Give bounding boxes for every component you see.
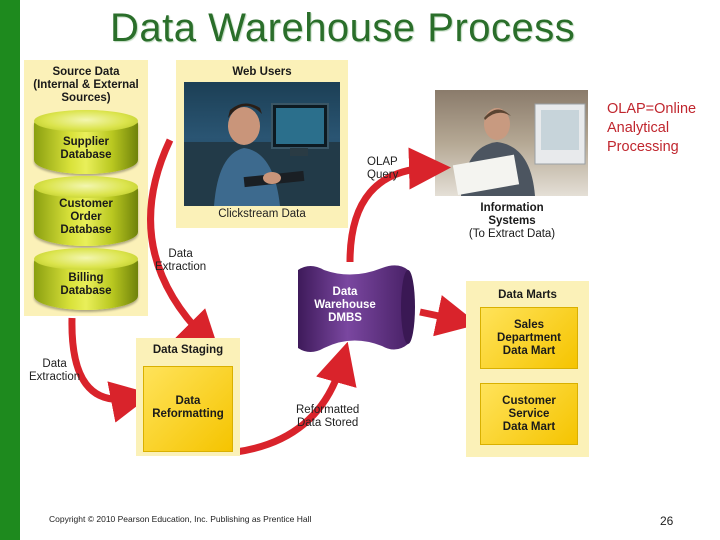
customer-service-data-mart: Customer Service Data Mart (480, 383, 578, 445)
web-user-photo (184, 82, 340, 206)
source-data-title: Source Data (Internal & External Sources… (33, 66, 139, 104)
data-reformatting-box: Data Reformatting (143, 366, 233, 452)
data-staging-title: Data Staging (152, 344, 224, 356)
arrow-warehouse-to-info (346, 147, 451, 263)
data-marts-title: Data Marts (498, 289, 557, 301)
slide-title: Data Warehouse Process (110, 6, 576, 50)
data-marts-panel: Data Marts Sales Department Data Mart Cu… (466, 281, 589, 457)
data-warehouse-dbms: Data Warehouse DMBS (290, 262, 416, 356)
data-staging-panel: Data Staging Data Reformatting (136, 338, 240, 456)
information-systems-photo (435, 90, 588, 196)
source-data-panel: Source Data (Internal & External Sources… (24, 60, 148, 316)
arrow-staging-to-warehouse (235, 341, 357, 456)
web-users-title: Web Users (232, 66, 292, 78)
olap-definition-note: OLAP=Online Analytical Processing (607, 101, 697, 155)
clickstream-data-label: Clickstream Data (218, 208, 306, 220)
arrow-web-to-staging (147, 138, 220, 353)
side-accent-bar (0, 0, 20, 540)
page-number: 26 (660, 514, 674, 528)
arrow-source-to-staging (68, 317, 153, 423)
copyright-footer: Copyright © 2010 Pearson Education, Inc.… (49, 514, 312, 524)
arrow-warehouse-to-marts (419, 295, 479, 337)
information-systems-label: Information Systems (To Extract Data) (468, 202, 556, 240)
web-users-panel: Web Users Clickstream Data (176, 60, 348, 228)
sales-data-mart: Sales Department Data Mart (480, 307, 578, 369)
